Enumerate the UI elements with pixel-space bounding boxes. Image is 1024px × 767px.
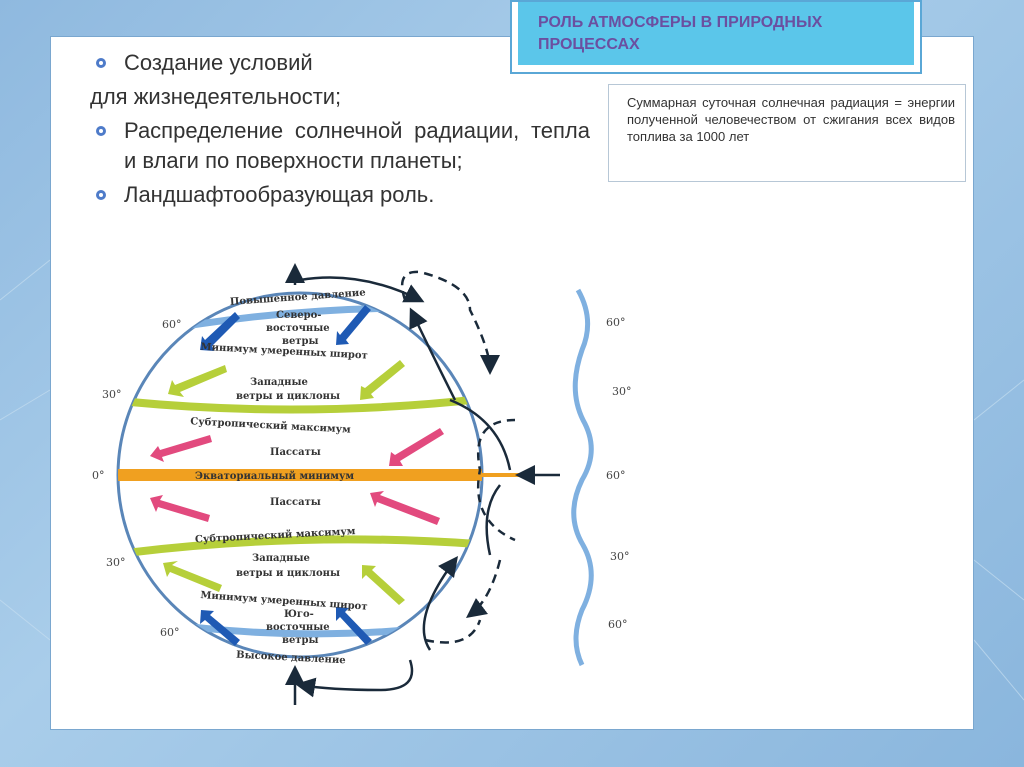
right-degree-3: 60° — [606, 469, 626, 482]
bullet-marker-icon — [96, 58, 106, 68]
label-westerlies-south-2: ветры и циклоны — [236, 568, 340, 579]
label-se-winds-1: Юго- — [284, 609, 314, 620]
circulation-cells — [285, 263, 560, 705]
right-degree-1: 60° — [606, 316, 626, 329]
solar-radiation-note: Суммарная суточная солнечная радиация = … — [608, 84, 966, 182]
southeast-wind-arrows — [200, 607, 372, 646]
temperate-band-north — [118, 394, 482, 414]
right-degree-4: 30° — [610, 550, 630, 563]
label-westerlies-north-1: Западные — [250, 377, 308, 388]
label-ne-winds-2: восточные — [266, 323, 330, 334]
bullet-text: Ландшафтообразующая роль. — [124, 182, 435, 207]
bullet-item: Создание условий — [90, 48, 590, 78]
left-degree-60s: 60° — [160, 626, 180, 639]
left-degree-0: 0° — [92, 469, 105, 482]
label-trades-south: Пассаты — [270, 497, 321, 508]
label-westerlies-north-2: ветры и циклоны — [236, 391, 340, 402]
trade-wind-arrows — [150, 428, 444, 525]
bullet-list: Создание условий для жизнедеятельности; … — [90, 48, 590, 210]
bullet-continuation: для жизнедеятельности; — [90, 84, 342, 109]
right-degree-2: 30° — [612, 385, 632, 398]
temperate-band-south — [118, 535, 482, 559]
slide-title: РОЛЬ АТМОСФЕРЫ В ПРИРОДНЫХ ПРОЦЕССАХ — [518, 2, 914, 65]
bullet-text: Распределение солнечной радиации, тепла … — [124, 118, 590, 173]
label-ne-winds-3: ветры — [282, 336, 319, 347]
latitude-wave — [571, 288, 594, 667]
right-degree-5: 60° — [608, 618, 628, 631]
bullet-text: Создание условий — [124, 50, 313, 75]
left-degree-30n: 30° — [102, 388, 122, 401]
left-degree-30s: 30° — [106, 556, 126, 569]
bullet-marker-icon — [96, 126, 106, 136]
title-box: РОЛЬ АТМОСФЕРЫ В ПРИРОДНЫХ ПРОЦЕССАХ — [510, 0, 922, 74]
bullet-item: Распределение солнечной радиации, тепла … — [90, 116, 590, 176]
northeast-wind-arrows — [200, 305, 371, 351]
label-equatorial-min: Экваториальный минимум — [195, 471, 354, 482]
label-se-winds-3: ветры — [282, 635, 319, 646]
left-degree-60n: 60° — [162, 318, 182, 331]
label-ne-winds-1: Северо- — [276, 310, 321, 321]
label-se-winds-2: восточные — [266, 622, 330, 633]
bullet-item: Ландшафтообразующая роль. — [90, 180, 590, 210]
label-westerlies-south-1: Западные — [252, 553, 310, 564]
westerly-wind-arrows — [163, 360, 405, 605]
label-trades-north: Пассаты — [270, 447, 321, 458]
bullet-marker-icon — [96, 190, 106, 200]
